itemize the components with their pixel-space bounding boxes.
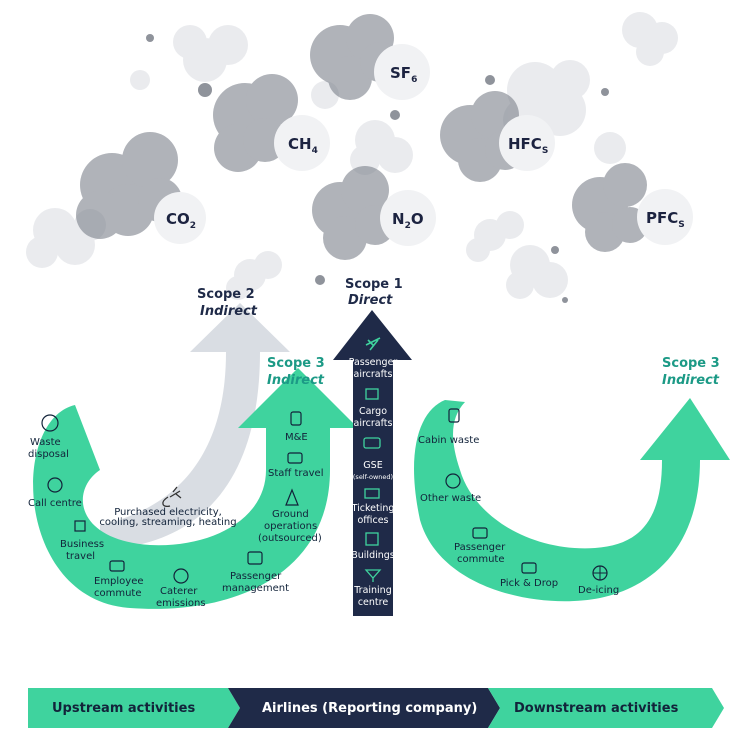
upstream-items: Waste disposal Call centre Business trav… [28, 411, 323, 609]
waste-icon [41, 414, 59, 432]
gas-sf6: SF6 [390, 64, 417, 85]
commute-bus-icon [472, 527, 488, 539]
accent-dots [146, 34, 609, 303]
seats-icon [247, 551, 263, 565]
scope2-note-line1: Purchased electricity, [114, 507, 222, 518]
gas-pfcs: PFCS [646, 209, 685, 230]
upstream-segment [28, 688, 240, 728]
gas-label-circles [154, 44, 693, 246]
scope2-subtitle: Indirect [200, 304, 258, 319]
upstream-item-caterer-1: Caterer [160, 586, 198, 597]
direct-item-passenger-2: aircrafts [354, 369, 393, 380]
scope3-left-subtitle: Indirect [267, 373, 325, 388]
car-icon [521, 562, 537, 574]
emission-clouds [26, 12, 693, 303]
upstream-item-ground-1: Ground [272, 509, 309, 520]
catering-icon [173, 568, 189, 584]
cone-icon [285, 488, 299, 506]
tool-icon [290, 411, 302, 426]
other-waste-icon [445, 473, 461, 489]
direct-item-passenger-1: Passenger [349, 357, 398, 368]
downstream-items: Cabin waste Other waste Passenger commut… [418, 408, 619, 596]
scope1-subtitle: Direct [348, 293, 393, 308]
downstream-item-deicing: De-icing [578, 585, 619, 596]
upstream-item-business-1: Business [60, 539, 104, 550]
gas-n2o: N2O [392, 210, 424, 231]
upstream-item-staff: Staff travel [268, 468, 323, 479]
luggage-icon [74, 520, 86, 532]
bar-company-label: Airlines (Reporting company) [262, 701, 477, 716]
upstream-item-passenger-1: Passenger [230, 571, 282, 582]
gas-hfcs: HFCS [508, 135, 548, 156]
bus-icon [109, 560, 125, 572]
direct-items: Passenger aircrafts Cargo aircrafts GSE … [349, 337, 398, 608]
scope3-left-arrow [33, 368, 358, 609]
light-bubbles [26, 12, 678, 300]
direct-item-gse-2: (self-owned) [353, 473, 393, 481]
snowflake-cross [593, 566, 607, 580]
direct-item-ticketing-1: Ticketing [351, 503, 395, 514]
downstream-item-cabin: Cabin waste [418, 435, 479, 446]
plug-icon [162, 486, 182, 508]
headset-icon [47, 477, 63, 493]
upstream-item-ground-2: operations [264, 521, 317, 532]
plane-icon [365, 337, 381, 351]
direct-item-cargo-1: Cargo [359, 406, 387, 417]
scope2-arrow [100, 303, 290, 550]
direct-item-cargo-2: aircrafts [354, 418, 393, 429]
cabin-waste-icon [448, 408, 460, 423]
direct-item-training-1: Training [353, 585, 392, 596]
scope3-left-title: Scope 3 [267, 356, 325, 371]
van-icon [287, 452, 303, 464]
dark-bubbles [76, 14, 648, 260]
upstream-item-caterer-2: emissions [156, 598, 206, 609]
downstream-segment [488, 688, 724, 728]
upstream-item-callcentre: Call centre [28, 498, 82, 509]
direct-item-training-2: centre [358, 597, 389, 608]
upstream-item-me: M&E [285, 432, 308, 443]
downstream-item-commute-1: Passenger [454, 542, 506, 553]
upstream-item-waste-1: Waste [30, 437, 61, 448]
gas-ch4: CH4 [288, 135, 318, 156]
activity-bar: Upstream activities Airlines (Reporting … [28, 688, 724, 728]
downstream-item-other: Other waste [420, 493, 481, 504]
scope3-right-title: Scope 3 [662, 356, 720, 371]
cargo-icon [365, 388, 379, 400]
scope2-note-line2: cooling, streaming, heating [99, 517, 236, 528]
upstream-item-employee-2: commute [94, 588, 142, 599]
direct-item-ticketing-2: offices [357, 515, 388, 526]
bar-upstream-label: Upstream activities [52, 701, 195, 716]
downstream-item-commute-2: commute [457, 554, 505, 565]
gas-labels: CO2 CH4 SF6 N2O HFCS PFCS [166, 64, 685, 231]
scope3-right-arrow [414, 398, 730, 602]
training-icon [364, 569, 382, 582]
ticket-icon [364, 488, 380, 499]
scope2-note: Purchased electricity, cooling, streamin… [99, 486, 237, 528]
upstream-item-business-2: travel [66, 551, 95, 562]
scope-titles: Scope 2 Indirect Scope 1 Direct Scope 3 … [197, 277, 720, 388]
upstream-item-waste-2: disposal [28, 449, 69, 460]
company-segment [228, 688, 500, 728]
scope1-title: Scope 1 [345, 277, 403, 292]
building-icon [365, 532, 379, 546]
gse-truck-icon [363, 437, 381, 449]
bar-downstream-label: Downstream activities [514, 701, 679, 716]
direct-item-gse-1: GSE [363, 460, 382, 471]
upstream-item-employee-1: Employee [94, 576, 144, 587]
scope3-right-subtitle: Indirect [662, 373, 720, 388]
downstream-item-pickdrop: Pick & Drop [500, 578, 558, 589]
upstream-item-passenger-2: management [222, 583, 289, 594]
gas-co2: CO2 [166, 210, 196, 231]
direct-item-buildings: Buildings [351, 550, 395, 561]
upstream-item-ground-3: (outsourced) [258, 533, 322, 544]
scope2-title: Scope 2 [197, 287, 255, 302]
scope1-arrow [333, 310, 412, 616]
